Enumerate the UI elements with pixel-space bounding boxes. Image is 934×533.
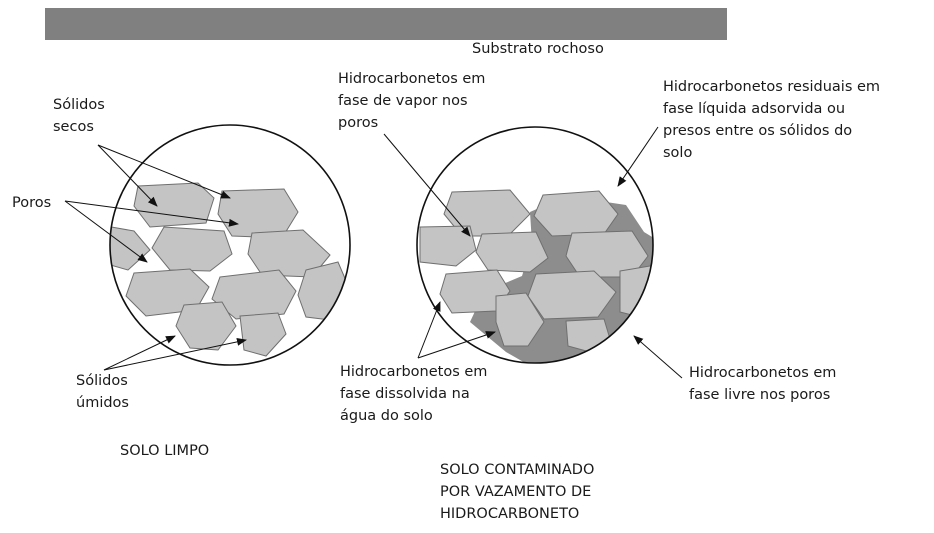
dry-solid-grain	[133, 182, 215, 228]
free-hc-label: Hidrocarbonetos em fase livre nos poros	[689, 365, 837, 403]
pores-label: Poros	[12, 195, 52, 211]
solid-grain	[475, 231, 549, 273]
top-bar	[45, 8, 727, 40]
substrate-label: Substrato rochoso	[472, 41, 604, 57]
dry-solids-pointer	[97, 144, 158, 207]
solid-grain	[151, 226, 233, 272]
dissolved-hc-pointer	[417, 301, 441, 359]
residual-hc-label: Hidrocarbonetos residuais em fase líquid…	[663, 79, 881, 161]
solid-grain	[297, 261, 350, 321]
wet-solids-label: Sólidos úmidos	[76, 373, 129, 411]
dry-solids-label: Sólidos secos	[53, 97, 105, 135]
solid-grain	[211, 269, 297, 320]
pores-pointer	[64, 200, 148, 263]
dissolved-hc-label: Hidrocarbonetos em fase dissolvida na ág…	[340, 364, 488, 424]
free-hc-pointer	[633, 335, 683, 379]
wet-solid-grain	[175, 301, 237, 351]
residual-hc-pointer	[617, 126, 659, 187]
vapor-hc-pointer	[383, 133, 471, 237]
contaminated-soil-circle	[416, 126, 654, 364]
wet-solids-pointer	[103, 335, 176, 371]
solid-grain	[565, 318, 611, 353]
vapor-hc-label: Hidrocarbonetos em fase de vapor nos por…	[338, 71, 486, 131]
contaminated-soil-title: SOLO CONTAMINADO POR VAZAMENTO DE HIDROC…	[440, 462, 595, 522]
wet-solids-pointer	[103, 337, 247, 371]
dry-solids-pointer	[97, 144, 231, 199]
dissolved-hc-pointer	[417, 331, 496, 359]
pores-pointer	[64, 200, 239, 227]
clean-soil-title: SOLO LIMPO	[120, 443, 210, 459]
solid-grain	[495, 292, 545, 347]
